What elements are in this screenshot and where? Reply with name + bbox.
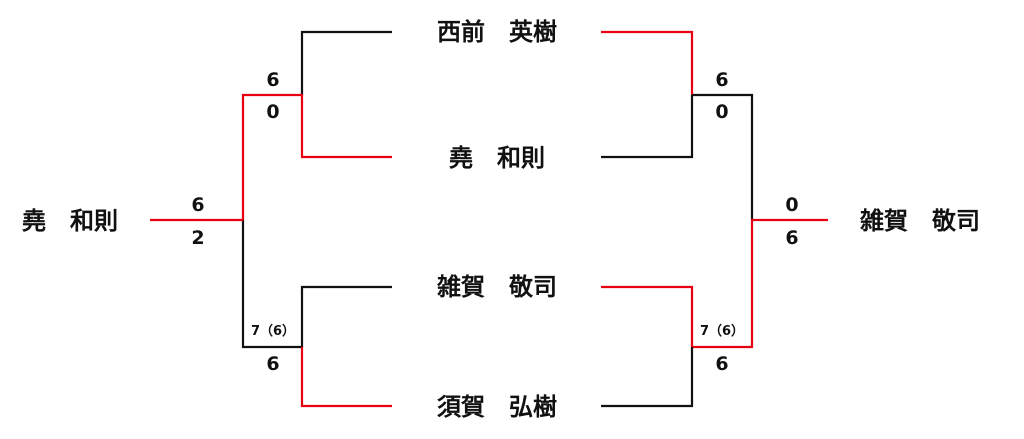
score-left-final-upper: 6: [191, 194, 204, 216]
bracket-line-right-bottom-loser: [601, 347, 694, 408]
player-name-center-upper: 堯 和則: [449, 144, 545, 172]
score-right-bottom-upper: 7（6）: [700, 323, 744, 339]
score-right-top-upper: 6: [715, 69, 728, 91]
score-left-bottom-upper: 7（6）: [251, 323, 295, 339]
bracket-line-right-top-connector: [692, 93, 754, 220]
player-name-right-champion: 雑賀 敬司: [859, 207, 980, 235]
bracket-line-left-bottom-winner: [300, 347, 392, 408]
score-right-top-lower: 0: [715, 101, 728, 123]
score-left-top-lower: 0: [266, 101, 279, 123]
player-name-center-lower: 雑賀 敬司: [436, 273, 557, 301]
bracket-line-right-top-winner: [601, 95, 694, 159]
player-name-center-bottom: 須賀 弘樹: [437, 393, 557, 421]
score-right-final-upper: 0: [785, 194, 798, 216]
player-name-center-top: 西前 英樹: [437, 18, 557, 46]
score-left-final-lower: 2: [191, 227, 204, 249]
player-name-left-champion: 堯 和則: [22, 207, 118, 235]
bracket-line-right-bottom-winner: [601, 218, 828, 349]
score-right-bottom-lower: 6: [715, 353, 728, 375]
bracket-line-left-top-loser: [300, 30, 392, 95]
score-left-bottom-lower: 6: [266, 353, 279, 375]
score-left-top-upper: 6: [266, 69, 279, 91]
score-right-final-lower: 6: [785, 227, 798, 249]
bracket-line-left-top-winner: [241, 93, 392, 220]
bracket-line-right-top-loser: [601, 30, 694, 95]
